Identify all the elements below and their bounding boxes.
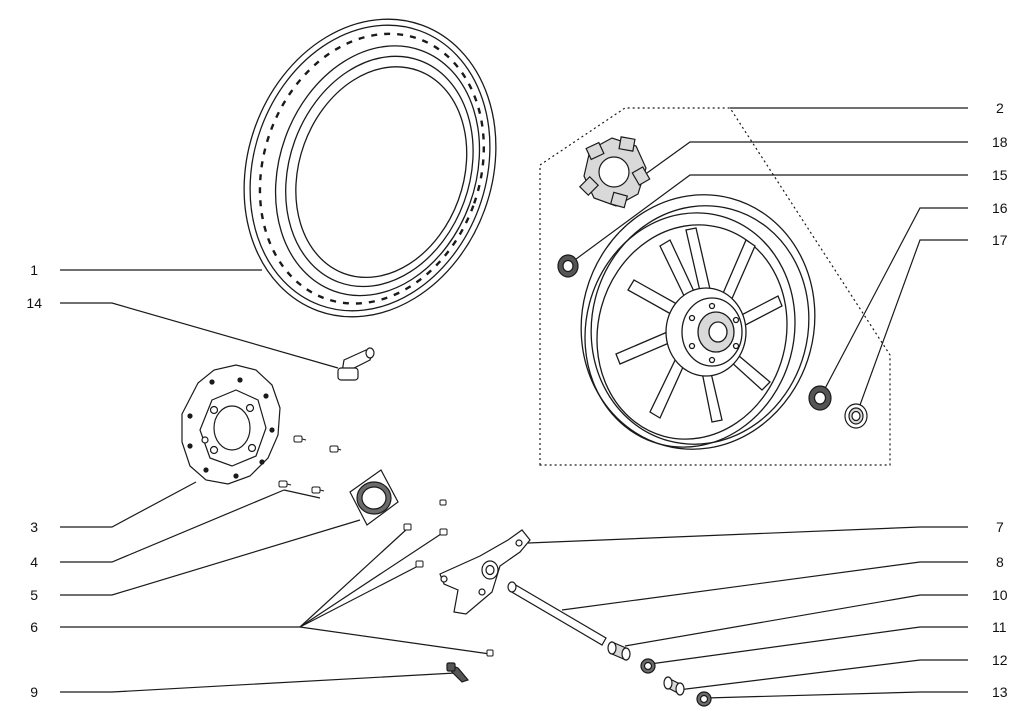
callout-label-2: 2 (996, 100, 1004, 116)
leader-11 (649, 626, 968, 665)
leader-17 (855, 239, 968, 417)
callout-label-18: 18 (992, 134, 1008, 150)
leader-4b (283, 489, 321, 499)
callout-label-16: 16 (992, 200, 1008, 216)
valve-stem (337, 347, 375, 381)
leader-12 (677, 659, 968, 691)
leader-8 (561, 561, 968, 611)
tire (243, 18, 497, 318)
rim (580, 194, 816, 450)
washer (663, 676, 685, 696)
cush-drive-rubber (578, 136, 651, 209)
adjuster-bolt (446, 662, 470, 683)
callout-label-6: 6 (30, 619, 38, 635)
callout-label-3: 3 (30, 519, 38, 535)
leader-18 (639, 141, 968, 179)
leader-6a (299, 527, 409, 628)
leader-3 (60, 481, 197, 528)
leader-4 (60, 489, 285, 563)
callout-label-8: 8 (996, 554, 1004, 570)
leader-6d (299, 626, 491, 655)
callout-label-17: 17 (992, 232, 1008, 248)
callout-label-4: 4 (30, 554, 38, 570)
bearing-15 (557, 254, 579, 278)
leader-5 (60, 519, 361, 596)
callout-label-15: 15 (992, 167, 1008, 183)
callout-label-13: 13 (992, 684, 1008, 700)
callout-labels: 1 14 3 4 5 6 9 2 18 15 16 17 7 8 10 11 1… (26, 100, 1007, 700)
sprocket-carrier (349, 469, 399, 526)
brake-disc (181, 364, 281, 485)
callout-label-1: 1 (30, 262, 38, 278)
collar (640, 658, 656, 674)
callout-label-7: 7 (996, 519, 1004, 535)
disc-bolts (278, 435, 342, 494)
oil-seal (844, 403, 868, 429)
leader-10 (624, 594, 968, 647)
callout-label-9: 9 (30, 684, 38, 700)
axle-nut (696, 691, 712, 707)
caliper-bracket (439, 529, 531, 615)
callout-label-11: 11 (992, 619, 1007, 635)
bearing-16 (808, 385, 832, 411)
callout-label-10: 10 (992, 587, 1008, 603)
leader-6c (299, 564, 421, 628)
callout-label-12: 12 (992, 652, 1008, 668)
spacer (607, 641, 631, 661)
callout-label-5: 5 (30, 587, 38, 603)
leader-lines (60, 107, 968, 699)
wheel-assembly-boundary (539, 107, 891, 466)
leader-15 (567, 174, 968, 266)
axle (507, 581, 607, 646)
leader-6b (299, 531, 445, 628)
leader-14 (60, 302, 339, 369)
leader-13 (705, 691, 968, 699)
leader-7 (527, 526, 968, 544)
small-bolts (403, 499, 494, 657)
callout-label-14: 14 (26, 295, 42, 311)
leader-9 (60, 672, 456, 693)
leader-16 (819, 207, 968, 399)
